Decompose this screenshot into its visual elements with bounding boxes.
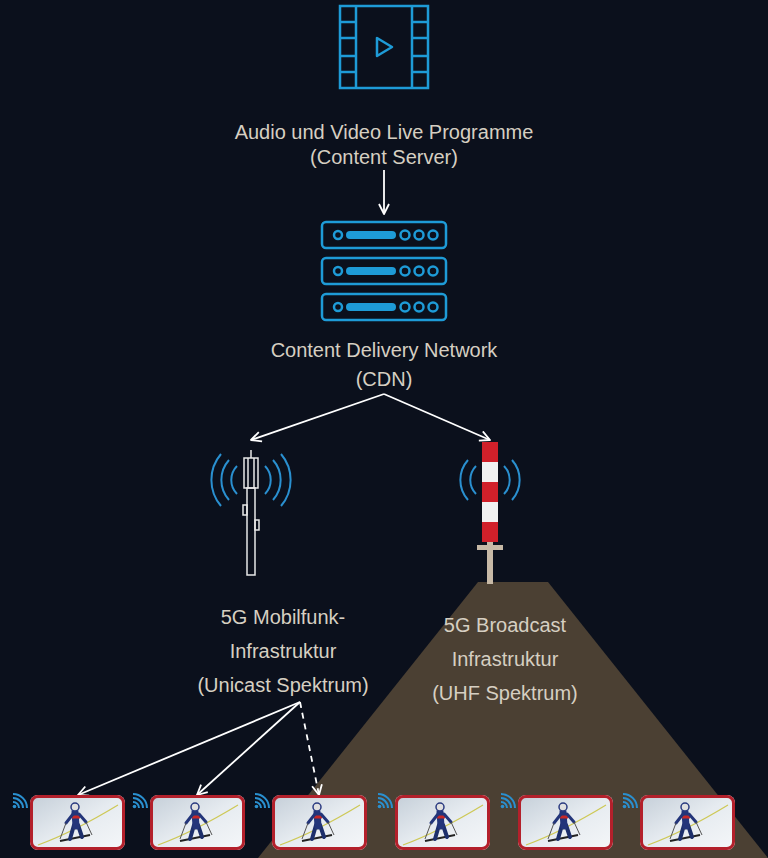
cell-tower <box>211 450 290 575</box>
phone-screen <box>518 795 613 850</box>
arrow-connector <box>384 394 490 440</box>
server-icon <box>322 222 446 320</box>
node-label: Audio und Video Live Programme (Content … <box>214 120 554 170</box>
phone-screen <box>640 795 735 850</box>
unicast-infrastructure: 5G Mobilfunk- Infrastruktur (Unicast Spe… <box>173 440 393 702</box>
arrow-connector <box>300 702 319 795</box>
arrow-connector <box>251 394 384 440</box>
broadcast-infrastructure: 5G Broadcast Infrastruktur (UHF Spektrum… <box>425 440 585 710</box>
film-icon <box>340 6 428 88</box>
phone-screen <box>150 795 245 850</box>
phone-screen <box>395 795 490 850</box>
arrow-connector <box>197 702 300 795</box>
arrow-connector <box>78 702 300 795</box>
phone-screens <box>30 795 735 850</box>
node-label: 5G Mobilfunk- Infrastruktur (Unicast Spe… <box>193 600 373 702</box>
phone-screen <box>272 795 367 850</box>
cdn-label: Content Delivery Network (CDN) <box>234 214 534 394</box>
broadcast-mast <box>460 442 519 584</box>
node-label: Content Delivery Network (CDN) <box>259 336 509 394</box>
phone-screen <box>30 795 125 850</box>
source-label: Audio und Video Live Programme (Content … <box>194 4 574 170</box>
node-label: 5G Broadcast Infrastruktur (UHF Spektrum… <box>429 608 582 710</box>
arrow-connector <box>383 170 385 214</box>
